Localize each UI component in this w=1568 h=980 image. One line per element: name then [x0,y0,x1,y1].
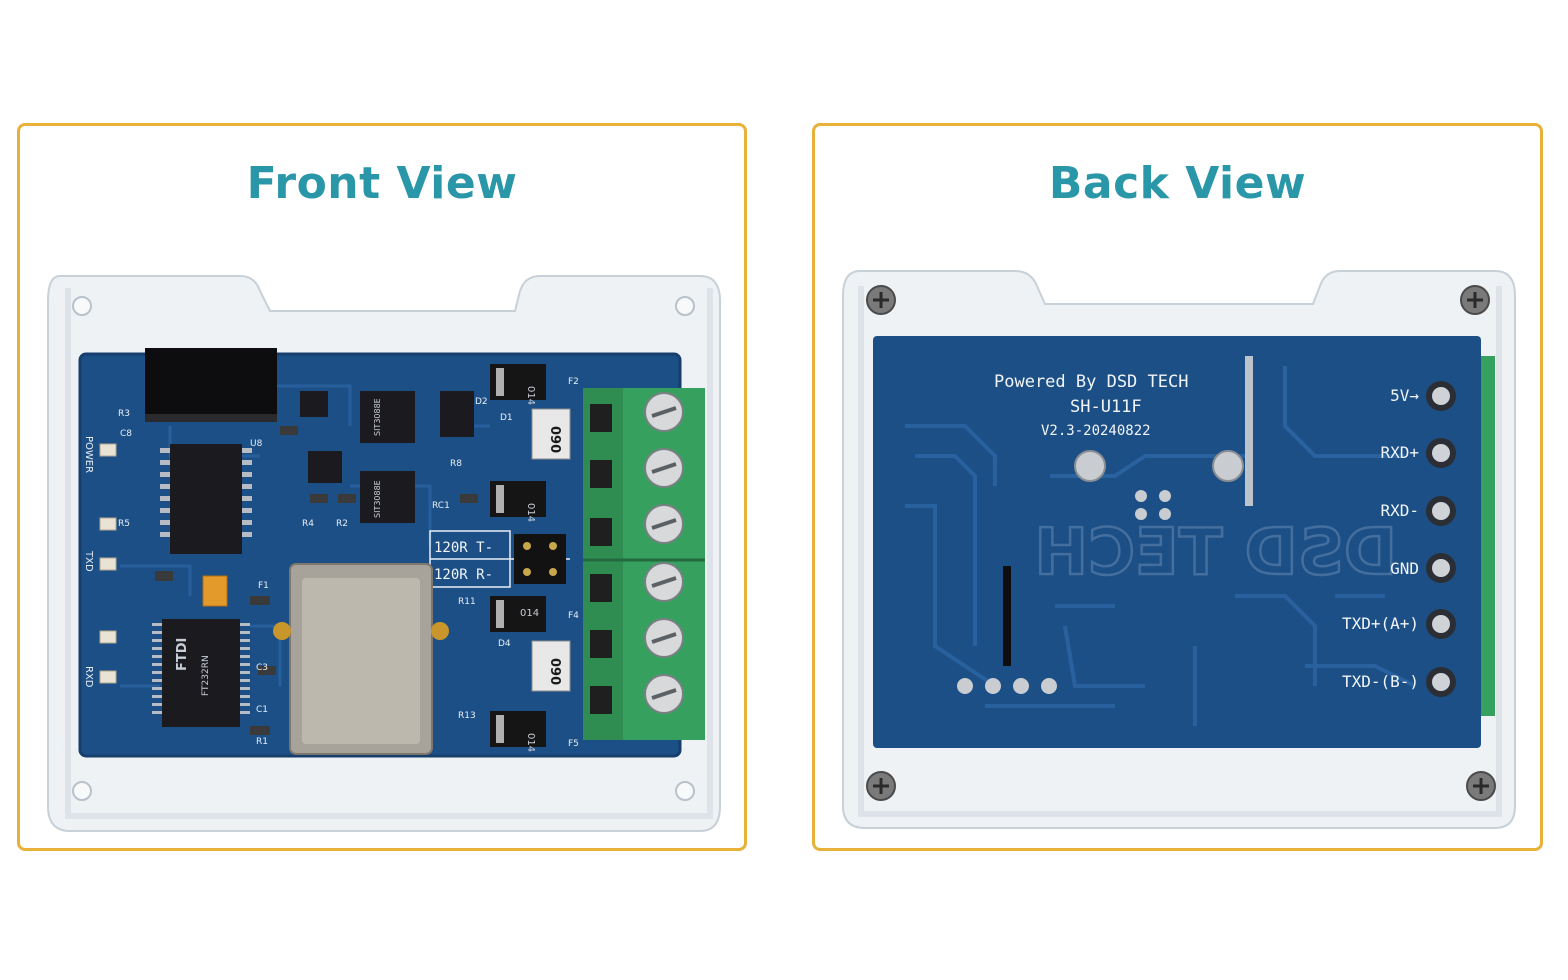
ftdi-chip-code: FT232RN [201,655,211,696]
tantalum-capacitor [202,575,228,607]
model-text: SH-U11F [1070,397,1142,417]
transceiver-1-label: SIT3088E [373,398,382,436]
ftdi-chip: FTDI FT232RN [152,619,250,727]
c1-label: C1 [256,705,268,715]
rxd-label: RXD [83,666,94,688]
enclosure-screws [866,285,1496,801]
ic-upper-left [160,444,252,554]
d2-label: D2 [475,397,488,407]
metal-shield [273,563,449,755]
powered-by-text: Powered By DSD TECH [994,372,1188,392]
r11-label: R11 [458,597,476,607]
embossed-logo: DSD TECH [1033,515,1398,592]
rc1-label: RC1 [432,501,450,511]
front-view-photo: POWER TXD RXD R3 C8 R5 U8 [47,275,721,832]
r4-label: R4 [302,519,314,529]
r1-label: R1 [256,737,268,747]
transceiver-2-label: SIT3088E [373,480,382,518]
txd-label: TXD [83,550,94,572]
r2-label: R2 [336,519,348,529]
usb-connector [145,348,277,420]
front-view-panel: Front View [17,123,747,851]
r13-label: R13 [458,711,476,721]
solder-joints [957,450,1244,694]
transceiver-chips [300,391,474,523]
c3-label: C3 [256,663,268,673]
diode-code-2: 014 [525,503,536,522]
terminal-label-txd-plus: TXD+(A+) [1342,614,1419,633]
termination-t-label: 120R T- [434,540,493,556]
version-text: V2.3-20240822 [1041,423,1151,439]
f1-label: F1 [258,581,269,591]
slot-strip-top [1245,356,1253,506]
terminal-pads [1426,381,1456,697]
power-label: POWER [83,436,94,473]
board-mark-label: 2 [60,740,66,751]
termination-r-label: 120R R- [434,567,493,583]
d4-label: D4 [498,639,511,649]
terminal-label-rxd-minus: RXD- [1380,501,1419,520]
termination-jumper-block [429,530,570,588]
back-view-title: Back View [1048,158,1307,209]
ftdi-chip-label: FTDI [175,638,190,671]
back-traces [905,366,1416,726]
back-pcb [873,336,1481,748]
svg-text:DSD TECH: DSD TECH [1034,516,1397,590]
status-leds [99,443,117,684]
terminal-screws [644,392,684,714]
f2-label: F2 [568,377,579,387]
c8-label: C8 [120,429,132,439]
terminal-edge [1481,356,1495,716]
f4-label: F4 [568,611,579,621]
tvs-code-2: 090 [547,658,562,685]
terminal-label-txd-minus: TXD-(B-) [1342,672,1419,691]
r5-label: R5 [118,519,130,529]
terminal-block [583,388,705,740]
front-view-title: Front View [246,158,518,209]
diode-code-4: 014 [525,733,536,752]
small-components [155,426,478,735]
tvs-components [531,408,571,692]
u8-label: U8 [250,439,263,449]
protection-diodes [490,364,546,747]
r3-label: R3 [118,409,130,419]
back-view-panel: Back View [812,123,1543,851]
slot-strip-bottom [1003,566,1011,666]
diode-code-1: 014 [525,386,536,405]
terminal-label-5v: 5V→ [1390,386,1419,405]
d1-label: D1 [500,413,513,423]
diode-code-3: 014 [520,608,539,619]
terminal-labels: 5V→ RXD+ RXD- GND TXD+(A+) TXD-(B-) [1342,386,1419,691]
r8-label: R8 [450,459,462,469]
terminal-label-gnd: GND [1390,559,1419,578]
f5-label: F5 [568,739,579,749]
terminal-label-rxd-plus: RXD+ [1380,443,1419,462]
tvs-code-1: 090 [547,426,562,453]
back-view-photo: DSD TECH Powered By DSD TECH SH-U11F V2.… [842,270,1516,829]
